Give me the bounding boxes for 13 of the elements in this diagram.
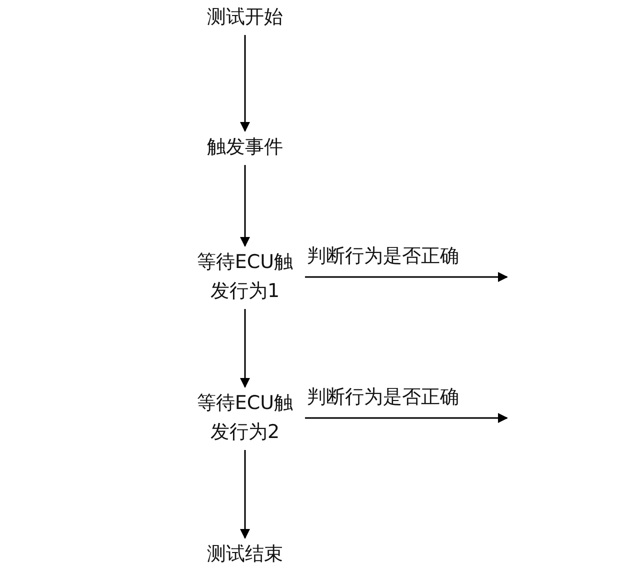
arrow [240, 309, 250, 388]
arrow [240, 450, 250, 539]
step-text: 触发事件 [192, 133, 298, 162]
edge-label: 判断行为是否正确 [306, 385, 460, 409]
arrow [305, 272, 508, 282]
edge-label: 判断行为是否正确 [306, 244, 460, 268]
arrow [240, 35, 250, 132]
arrow [305, 413, 508, 423]
step-text: 测试开始 [192, 3, 298, 32]
step-text: 测试结束 [192, 540, 298, 569]
step-text: 等待ECU触发行为2 [192, 389, 298, 447]
arrow [240, 165, 250, 247]
step-text: 等待ECU触发行为1 [192, 248, 298, 306]
